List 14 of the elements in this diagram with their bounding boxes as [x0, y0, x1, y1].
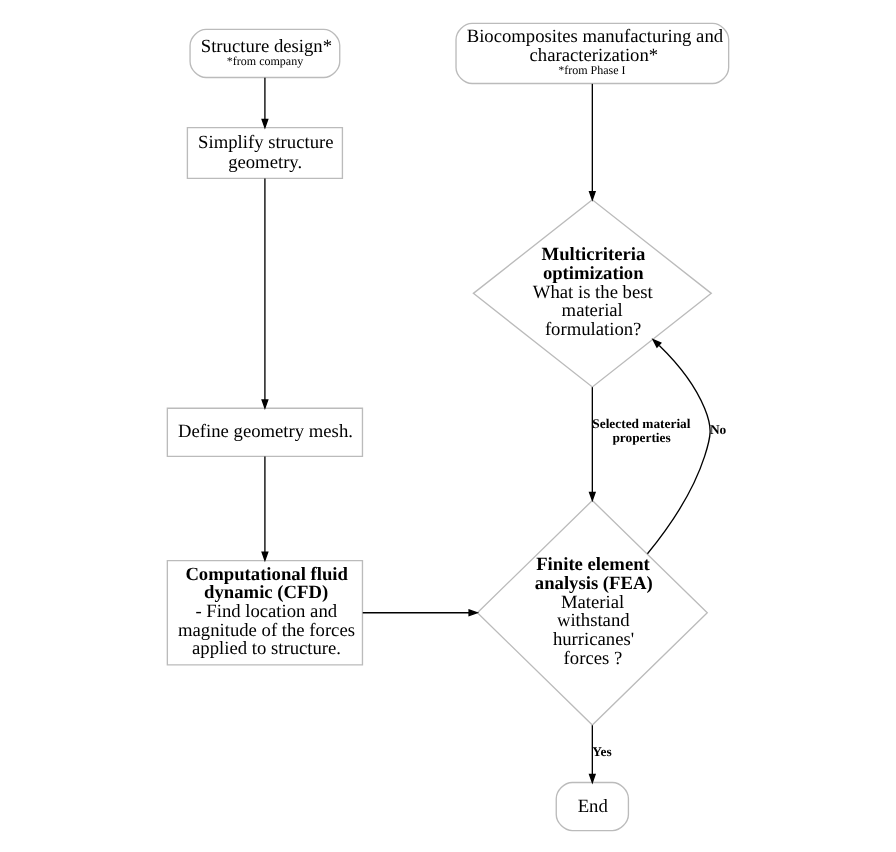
node-box: Computational fluid dynamic (CFD) - Find location and magnitude of the forces applied to structure.: [166, 558, 364, 665]
arrow: [588, 82, 597, 201]
node-box: Define geometry mesh.: [166, 406, 364, 457]
node-box: Simplify structure geometry.: [186, 125, 344, 179]
arrow: [588, 723, 597, 784]
arrow: [261, 76, 269, 129]
arrow: [588, 385, 597, 502]
node-diamond: Finite element analysis (FEA) Material withstand hurricanes' forces ?: [476, 498, 709, 725]
node-box: End: [555, 780, 630, 831]
arrow: [646, 337, 711, 554]
arrow: [261, 176, 269, 409]
arrow: [261, 454, 269, 562]
node-diamond: Multicriteria optimization What is the best material formulation?: [472, 197, 713, 387]
arrow: [362, 608, 480, 616]
